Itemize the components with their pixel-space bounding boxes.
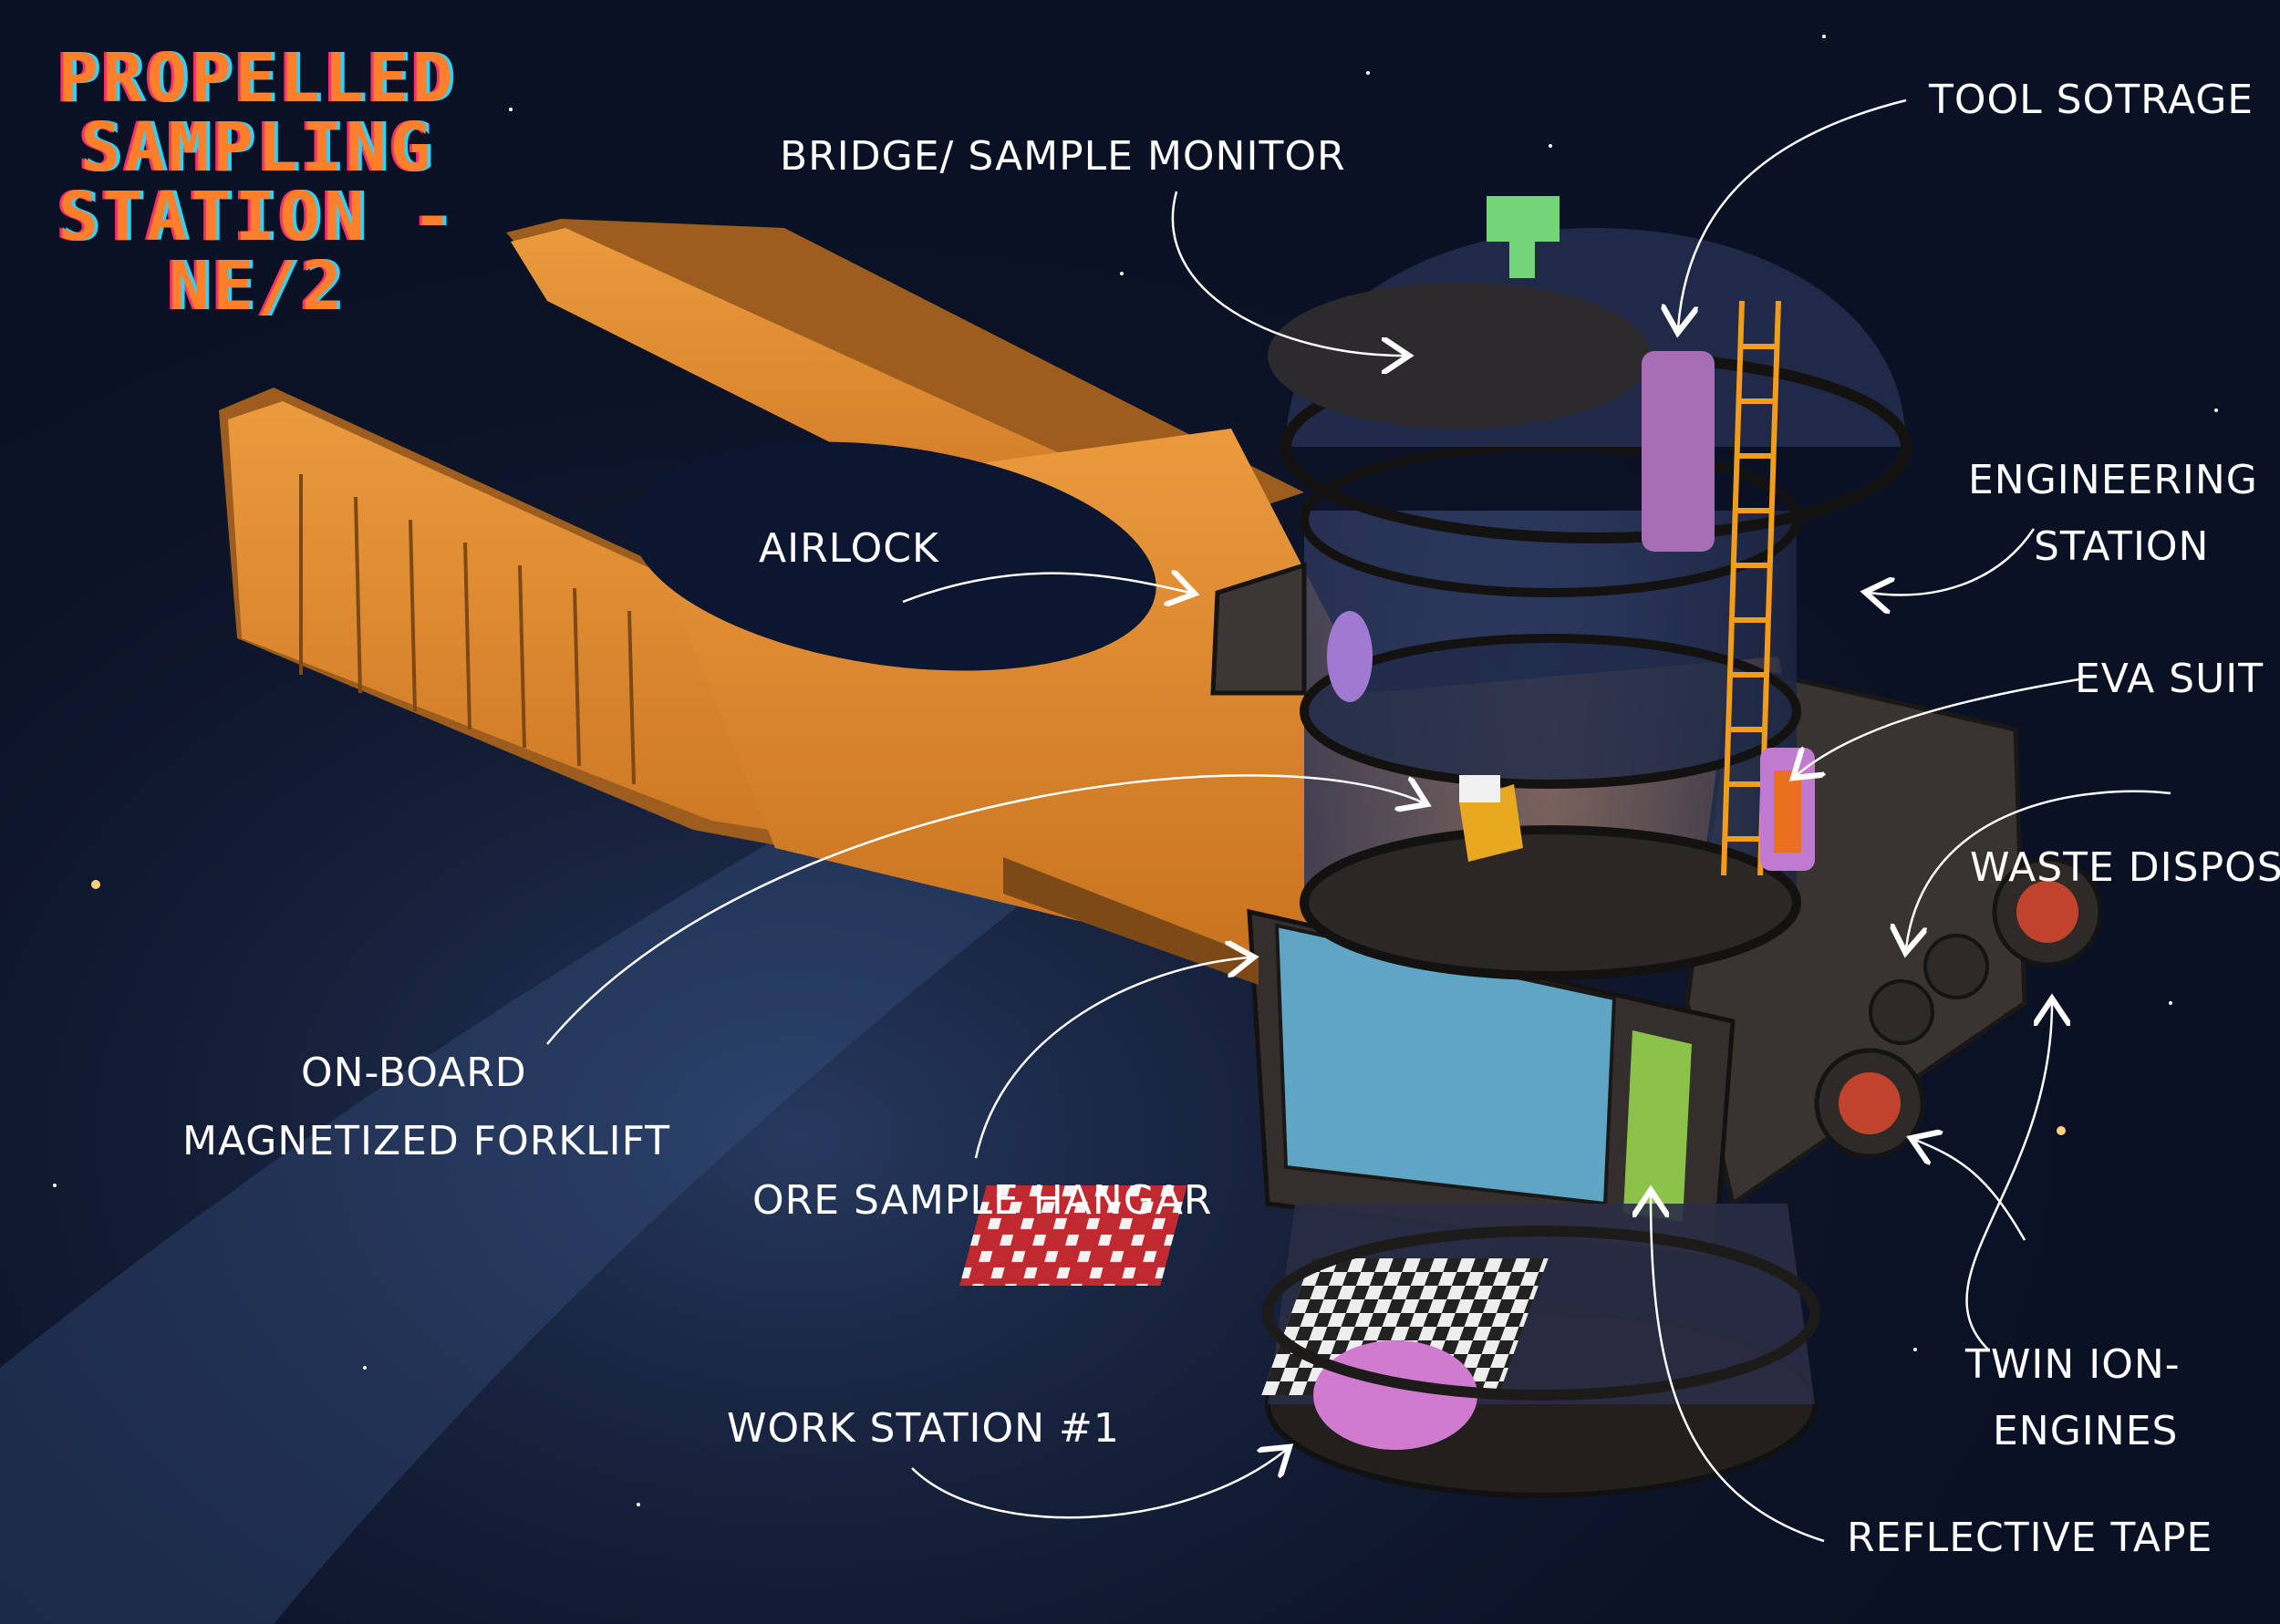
airlock-hatch — [1210, 562, 1307, 696]
bridge-floor — [1268, 283, 1651, 429]
leader-lines — [546, 98, 2171, 1543]
label-eva-suit: EVA SUIT — [2075, 656, 2264, 702]
label-forklift-line-1: ON-BOARD — [301, 1050, 527, 1096]
label-ore-hangar: ORE SAMPLE HANGAR — [752, 1177, 1213, 1224]
label-engineering-line-1: ENGINEERING — [1968, 457, 2258, 503]
title-line-3: STATION - — [57, 178, 457, 256]
label-airlock: AIRLOCK — [759, 525, 939, 572]
label-ion-engines-line-2: ENGINES — [1993, 1408, 2179, 1454]
label-waste-disposal: WASTE DISPOSAL — [1970, 844, 2280, 891]
title-line-4: NE/2 — [168, 247, 347, 326]
label-work-station: WORK STATION #1 — [727, 1405, 1120, 1452]
label-engineering-line-2: STATION — [2034, 523, 2210, 570]
label-reflective-tape: REFLECTIVE TAPE — [1847, 1515, 2213, 1561]
monitor-screen — [1487, 196, 1560, 242]
title-line-2: SAMPLING — [79, 109, 435, 187]
title-line-1: PROPELLED — [57, 39, 457, 118]
diagram-title: PROPELLED SAMPLING STATION - NE/2 — [20, 44, 494, 321]
tool-storage-rack — [1642, 351, 1715, 552]
ore-hangar-housing — [1003, 857, 1736, 1261]
label-forklift-line-2: MAGNETIZED FORKLIFT — [182, 1118, 671, 1164]
main-cylinder — [1210, 196, 1912, 980]
forklift — [1459, 784, 1523, 862]
label-bridge: BRIDGE/ SAMPLE MONITOR — [780, 133, 1346, 180]
work-mat — [959, 1185, 1187, 1286]
reflective-tape-strip — [1623, 1030, 1692, 1222]
lower-cylinder — [959, 1185, 1820, 1498]
label-ion-engines-line-1: TWIN ION- — [1965, 1341, 2181, 1388]
label-tool-storage: TOOL SOTRAGE — [1929, 77, 2254, 123]
